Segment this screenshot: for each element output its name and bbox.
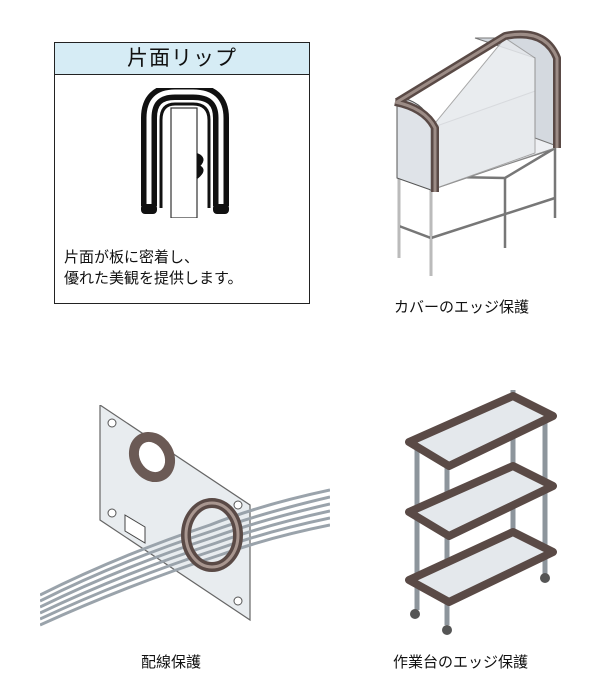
workbench-edge-protection-illustration xyxy=(395,380,575,640)
cover-edge-protection-illustration xyxy=(385,28,580,278)
lip-cross-section-diagram xyxy=(135,88,235,218)
cover-edge-protection-caption: カバーのエッジ保護 xyxy=(394,298,530,316)
wiring-protection-illustration xyxy=(40,405,330,630)
single-sided-lip-panel: 片面リップ 片面が板に密着し、 優れた美観を提供します。 xyxy=(54,42,310,304)
panel-description: 片面が板に密着し、 優れた美観を提供します。 xyxy=(64,248,243,287)
panel-title: 片面リップ xyxy=(55,43,309,75)
workbench-edge-protection-caption: 作業台のエッジ保護 xyxy=(393,653,529,671)
wiring-protection-caption: 配線保護 xyxy=(141,653,202,671)
